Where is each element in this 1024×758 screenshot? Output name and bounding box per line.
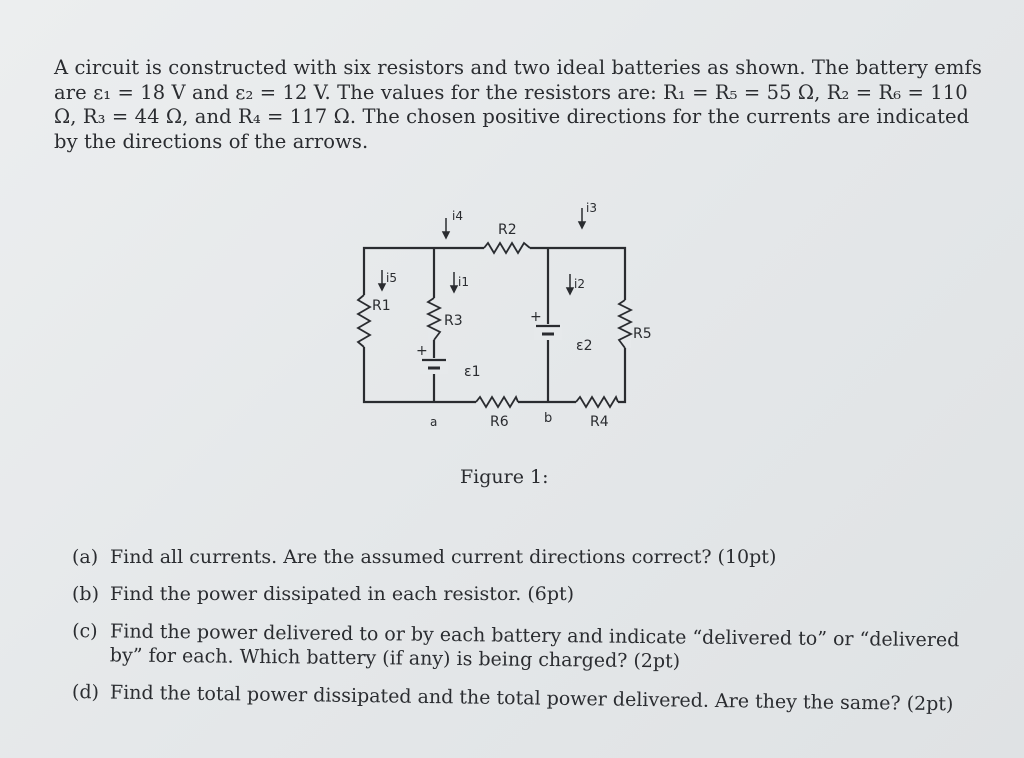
question-item: (a) Find all currents. Are the assumed c… <box>72 545 992 569</box>
label-r4: R4 <box>590 414 609 430</box>
current-arrows <box>377 208 587 296</box>
figure-caption: Figure 1: <box>460 466 549 488</box>
resistor-r6 <box>475 394 519 409</box>
label-r3: R3 <box>444 313 463 329</box>
battery-emf1 <box>420 358 448 374</box>
resistor-r3 <box>425 297 443 341</box>
circuit-figure: R1 R3 R5 R2 R6 R4 ε1 ε2 i4 i3 i5 i1 i2 a… <box>350 190 670 490</box>
label-node-b: b <box>544 411 552 426</box>
question-letter: (a) <box>72 546 99 568</box>
question-text: Find all currents. Are the assumed curre… <box>110 546 777 568</box>
problem-paragraph: A circuit is constructed with six resist… <box>54 56 982 153</box>
label-r1: R1 <box>372 298 391 314</box>
label-plus-emf1: + <box>416 343 428 359</box>
resistor-r2 <box>483 241 531 255</box>
problem-statement: A circuit is constructed with six resist… <box>54 56 984 154</box>
label-r6: R6 <box>490 414 509 430</box>
question-list: (a) Find all currents. Are the assumed c… <box>72 545 992 717</box>
wire-outer <box>362 246 627 404</box>
question-text: Find the power dissipated in each resist… <box>110 583 575 605</box>
label-emf2: ε2 <box>576 338 592 354</box>
resistor-r1 <box>356 294 372 348</box>
label-emf1: ε1 <box>464 364 480 380</box>
resistor-r4 <box>575 394 619 409</box>
label-i1: i1 <box>458 275 469 289</box>
battery-emf2 <box>534 324 562 340</box>
label-r5: R5 <box>633 326 652 342</box>
label-i3: i3 <box>586 201 597 215</box>
question-item: (c) Find the power delivered to or by ea… <box>72 619 992 677</box>
label-plus-emf2: + <box>530 309 542 325</box>
circuit-diagram: R1 R3 R5 R2 R6 R4 ε1 ε2 i4 i3 i5 i1 i2 a… <box>356 201 652 430</box>
label-i5: i5 <box>386 271 397 285</box>
label-i2: i2 <box>574 277 585 291</box>
question-text: Find the power delivered to or by each b… <box>109 620 960 673</box>
label-node-a: a <box>430 415 437 429</box>
label-i4: i4 <box>452 209 463 223</box>
question-text: Find the total power dissipated and the … <box>109 681 954 716</box>
resistor-r5 <box>616 299 634 349</box>
question-letter: (d) <box>71 681 100 704</box>
question-item: (d) Find the total power dissipated and … <box>72 680 992 717</box>
label-r2: R2 <box>498 222 517 238</box>
question-letter: (c) <box>72 620 98 643</box>
question-item: (b) Find the power dissipated in each re… <box>72 582 992 606</box>
question-letter: (b) <box>72 583 99 605</box>
